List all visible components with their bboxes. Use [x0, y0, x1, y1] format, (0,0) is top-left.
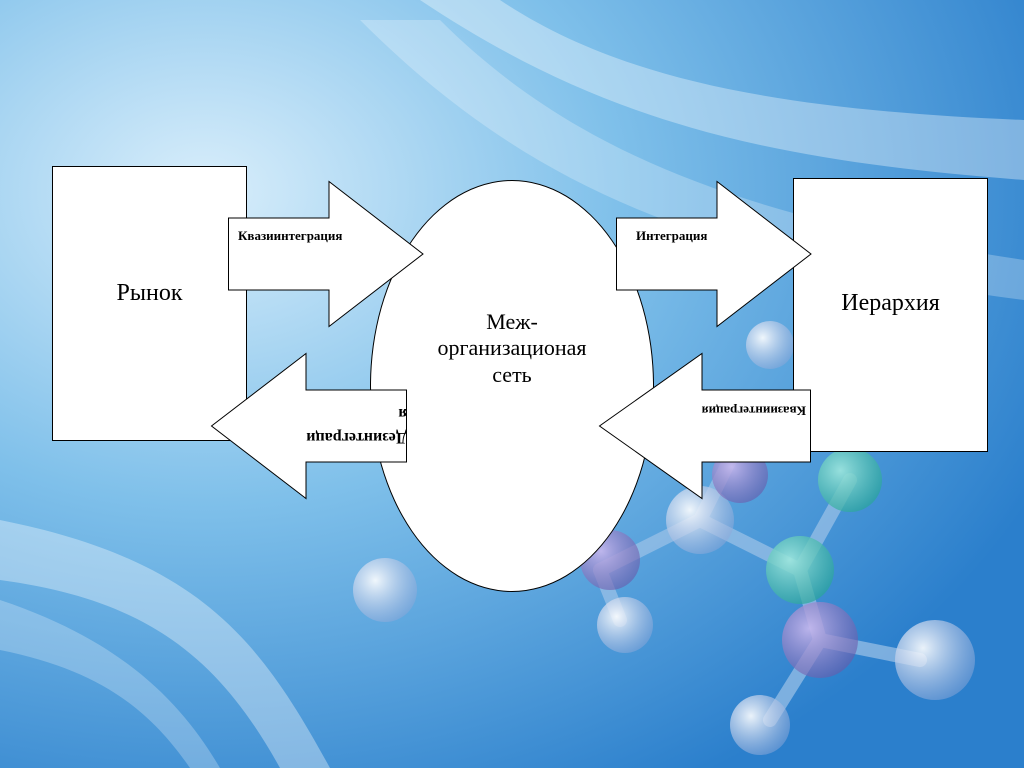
- quasi-integration-arrow-left: Квазиинтеграция: [228, 180, 424, 328]
- disintegration-label: Дезинтеграция: [306, 405, 407, 446]
- right-arrow-shape: [616, 180, 812, 328]
- network-ellipse: Меж- организационая сеть: [370, 180, 654, 592]
- market-label: Рынок: [116, 280, 183, 306]
- left-arrow-shape: [210, 352, 407, 500]
- disintegration-arrow: Дезинтеграция: [210, 352, 407, 500]
- integration-arrow: Интеграция: [616, 180, 812, 328]
- quasi-integration-arrow-right: Квазиинтеграция: [598, 352, 811, 500]
- hierarchy-label: Иерархия: [841, 289, 940, 316]
- hierarchy-box: Иерархия: [793, 178, 988, 452]
- network-label: Меж- организационая сеть: [437, 309, 587, 387]
- left-arrow-shape: [598, 352, 811, 500]
- quasi-integration-left-label: Квазиинтеграция: [238, 228, 343, 243]
- market-box: Рынок: [52, 166, 247, 441]
- integration-label: Интеграция: [636, 228, 708, 243]
- right-arrow-shape: [228, 180, 424, 328]
- quasi-integration-right-label: Квазиинтеграция: [701, 403, 806, 419]
